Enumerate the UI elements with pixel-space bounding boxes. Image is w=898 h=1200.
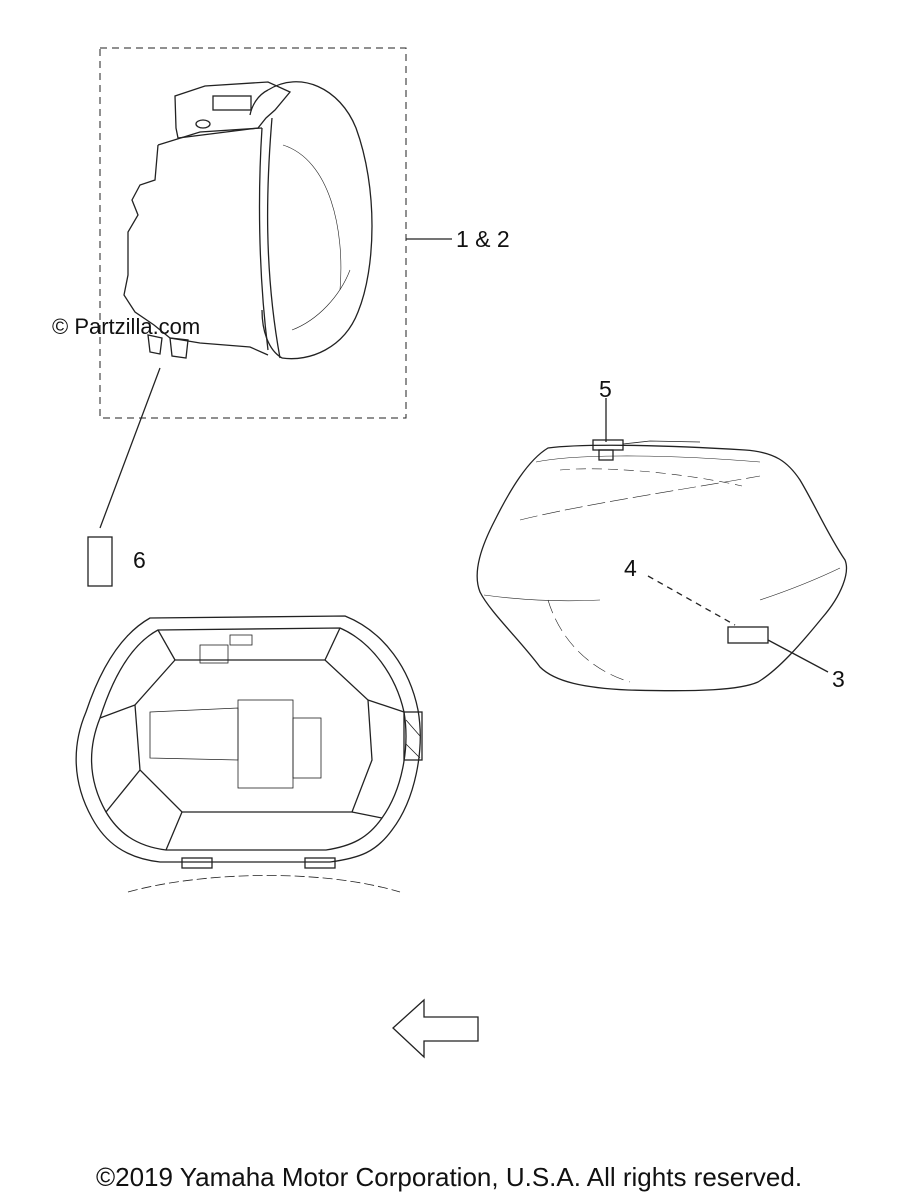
leader-6 bbox=[99, 367, 161, 529]
case-cover-illustration bbox=[476, 439, 848, 692]
part-6-label bbox=[87, 536, 113, 587]
part-3-emblem bbox=[727, 626, 769, 644]
callout-3: 3 bbox=[832, 666, 845, 692]
assembly-group-box bbox=[99, 47, 407, 419]
open-case-inner-illustration bbox=[75, 615, 423, 893]
leader-3 bbox=[767, 639, 829, 673]
callout-5: 5 bbox=[599, 376, 612, 402]
watermark: © Partzilla.com bbox=[52, 314, 201, 339]
callout-4: 4 bbox=[624, 555, 637, 581]
callout-6: 6 bbox=[133, 547, 146, 573]
copyright-notice: ©2019 Yamaha Motor Corporation, U.S.A. A… bbox=[95, 1162, 803, 1192]
callout-1-2: 1 & 2 bbox=[456, 226, 510, 252]
saddle-case-assembly-illustration bbox=[123, 81, 373, 360]
front-direction-arrow-icon bbox=[392, 998, 479, 1059]
leader-4 bbox=[647, 575, 736, 626]
